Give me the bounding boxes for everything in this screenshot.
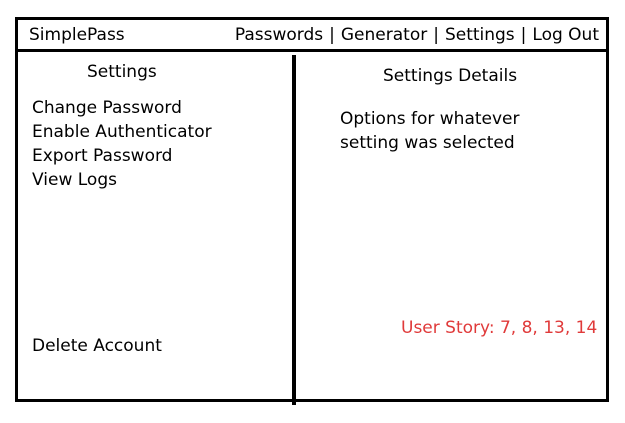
details-panel-title: Settings Details (383, 66, 518, 86)
details-text-line: Options for whatever (340, 109, 520, 129)
delete-account-link[interactable]: Delete Account (32, 336, 162, 356)
top-bar: SimplePass Passwords|Generator|Settings|… (18, 20, 606, 52)
panel-divider (292, 55, 296, 405)
menu-item-export-password[interactable]: Export Password (32, 146, 173, 166)
nav-generator[interactable]: Generator (340, 25, 428, 45)
nav-separator: | (433, 25, 439, 45)
main-nav: Passwords|Generator|Settings|Log Out (235, 25, 599, 45)
settings-panel-title: Settings (87, 62, 157, 82)
menu-item-enable-authenticator[interactable]: Enable Authenticator (32, 122, 212, 142)
menu-item-view-logs[interactable]: View Logs (32, 170, 117, 190)
app-window: SimplePass Passwords|Generator|Settings|… (15, 17, 609, 405)
settings-menu: Change Password Enable Authenticator Exp… (32, 96, 212, 192)
details-text-line: setting was selected (340, 133, 515, 153)
nav-separator: | (329, 25, 335, 45)
nav-log-out[interactable]: Log Out (532, 25, 599, 45)
user-story-annotation: User Story: 7, 8, 13, 14 (401, 318, 598, 338)
app-title: SimplePass (29, 25, 125, 45)
nav-passwords[interactable]: Passwords (234, 25, 324, 45)
menu-item-change-password[interactable]: Change Password (32, 98, 182, 118)
nav-separator: | (520, 25, 527, 45)
nav-settings[interactable]: Settings (444, 25, 515, 45)
details-placeholder: Options for whatever setting was selecte… (340, 107, 570, 155)
